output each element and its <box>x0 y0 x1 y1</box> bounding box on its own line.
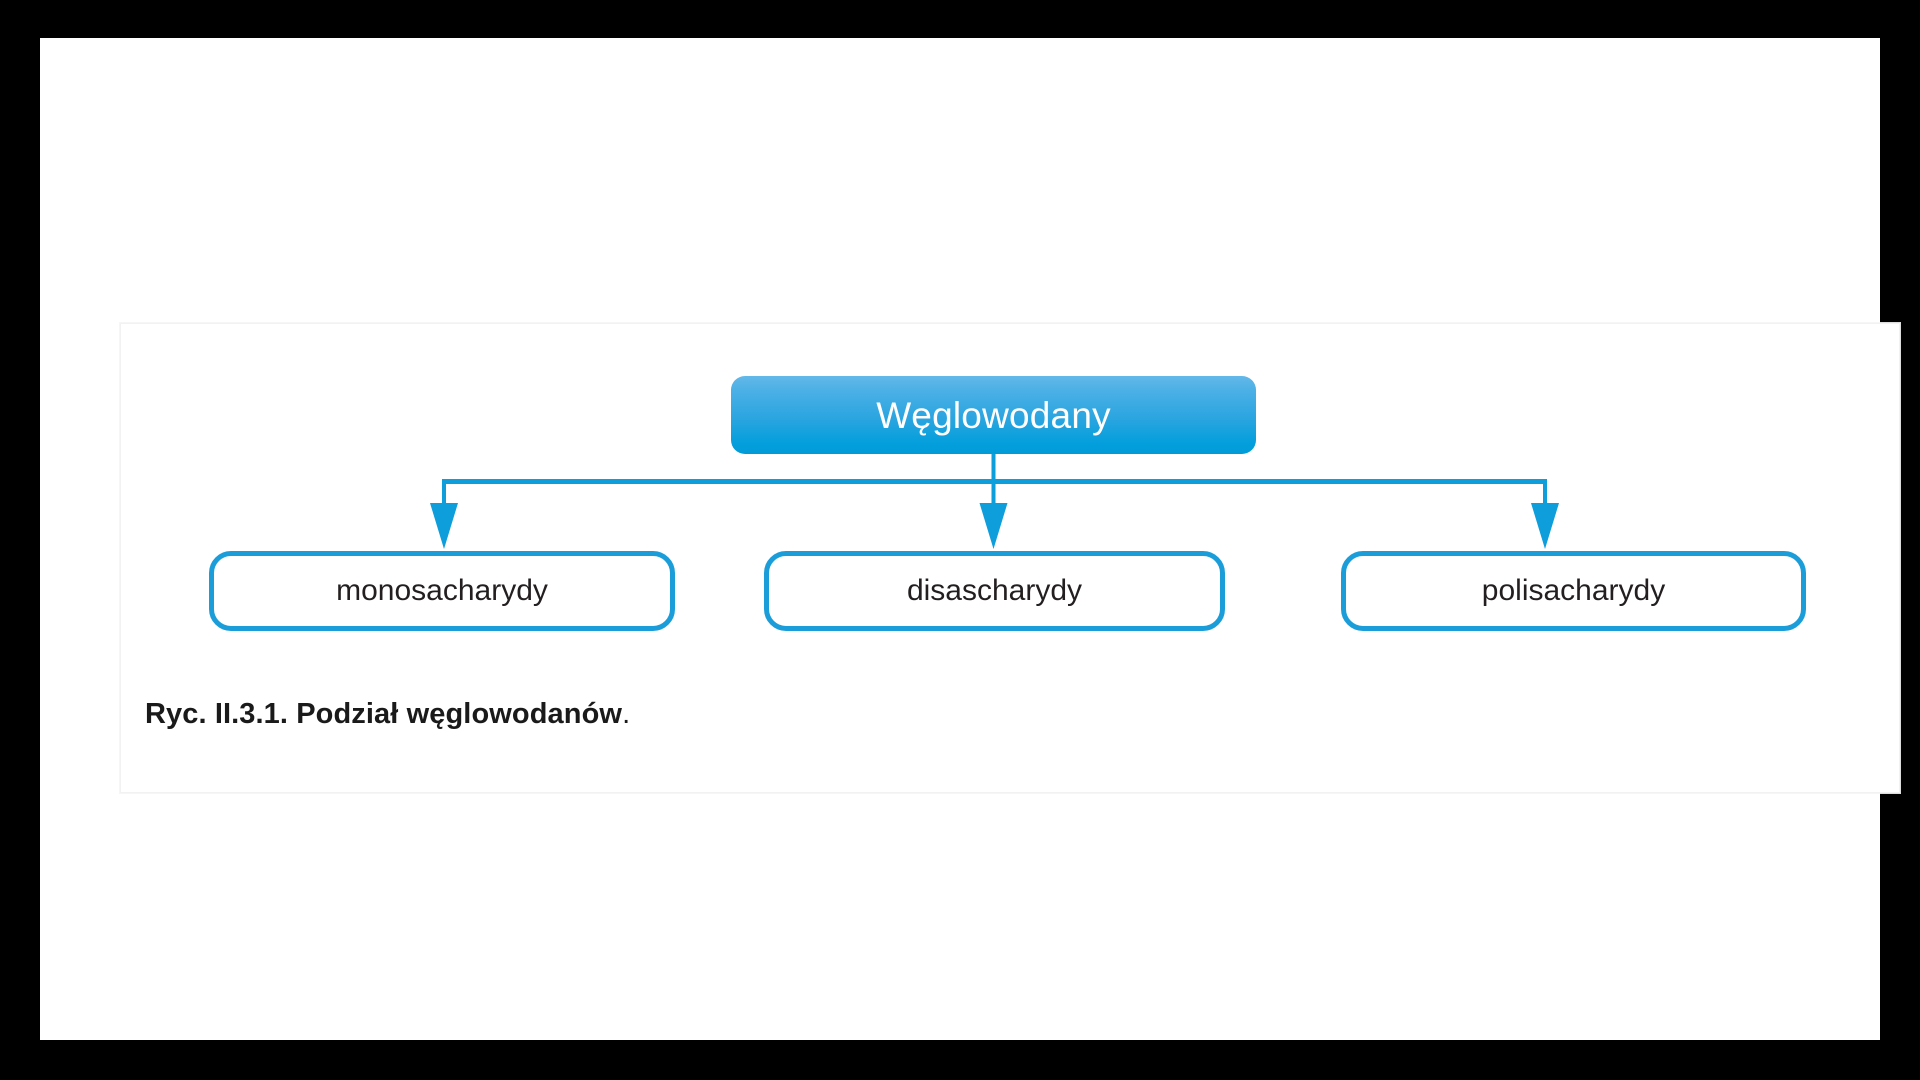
connector-stem-right <box>1543 479 1547 503</box>
connector-stem-left <box>442 479 446 503</box>
figure-caption-period: . <box>622 698 631 730</box>
node-disascharydy[interactable]: disascharydy <box>764 551 1225 631</box>
node-monosacharydy[interactable]: monosacharydy <box>209 551 675 631</box>
figure-caption-main: Ryc. II.3.1. Podział węglowodanów <box>145 698 623 730</box>
page-sheet: Węglowodany monosacharydy disascharydy p… <box>40 38 1900 1040</box>
node-monosacharydy-label: monosacharydy <box>336 574 548 607</box>
figure-caption: Ryc. II.3.1. Podział węglowodanów. <box>145 697 630 732</box>
node-disascharydy-label: disascharydy <box>906 574 1083 607</box>
connector-root-stem <box>991 452 996 484</box>
figure-panel: Węglowodany monosacharydy disascharydy p… <box>120 323 1900 793</box>
diagram-connectors <box>430 452 1559 549</box>
arrowhead-center-icon <box>979 503 1008 549</box>
node-weglowodany-label: Węglowodany <box>876 394 1111 436</box>
node-weglowodany[interactable]: Węglowodany <box>731 376 1256 454</box>
arrowhead-left-icon <box>430 503 458 549</box>
arrowhead-right-icon <box>1531 503 1559 549</box>
node-polisacharydy-label: polisacharydy <box>1481 574 1666 607</box>
connector-stem-center <box>991 479 996 503</box>
node-polisacharydy[interactable]: polisacharydy <box>1341 551 1806 631</box>
